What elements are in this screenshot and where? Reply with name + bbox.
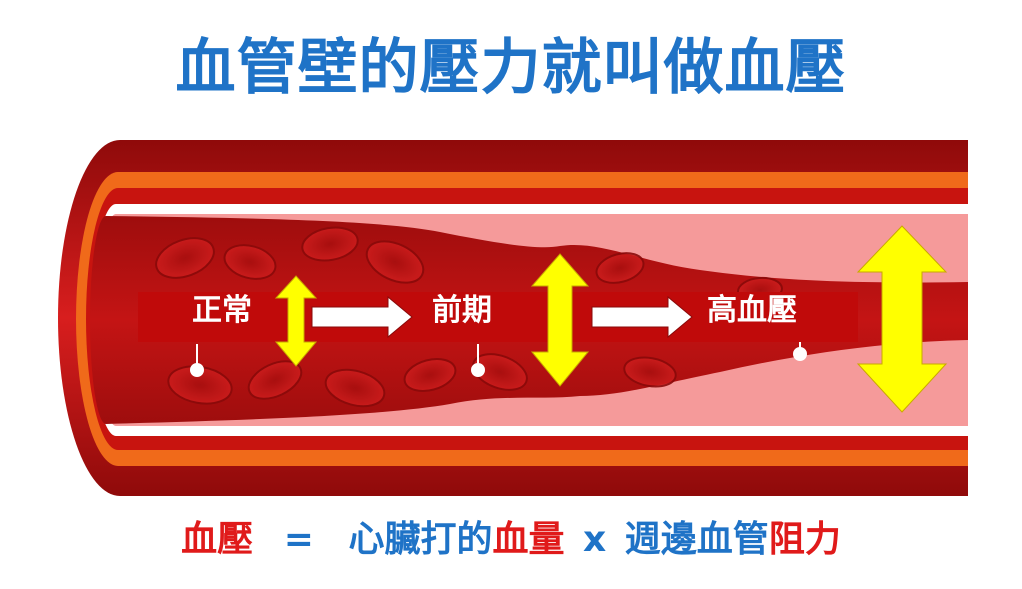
pressure-arrow-normal xyxy=(274,275,318,367)
pressure-arrow-pre xyxy=(530,253,590,387)
pointer-pins xyxy=(190,342,807,377)
formula-resistance: 阻力 xyxy=(768,519,841,560)
red-blood-cells xyxy=(155,226,783,408)
formula-vessel: 週邊血管 xyxy=(624,519,769,560)
formula-equals: = xyxy=(283,519,314,560)
label-band xyxy=(138,292,858,342)
page-title: 血管壁的壓力就叫做血壓 xyxy=(175,33,847,103)
stage-label-pre: 前期 xyxy=(432,293,492,328)
progress-arrow-2 xyxy=(591,295,693,339)
progress-arrow-1 xyxy=(311,295,413,339)
formula-heart: 心臟打的 xyxy=(348,519,493,560)
blood-pressure-formula: 血壓 = 心臟打的血量 x 週邊血管阻力 xyxy=(0,515,1022,565)
formula-bp: 血壓 xyxy=(181,519,254,560)
formula-volume: 血量 xyxy=(492,519,565,560)
stage-label-normal: 正常 xyxy=(192,293,252,328)
formula-times: x xyxy=(583,519,607,560)
stage-label-high: 高血壓 xyxy=(707,293,797,328)
pressure-arrow-high xyxy=(856,225,948,413)
pressure-arrows xyxy=(274,225,948,413)
